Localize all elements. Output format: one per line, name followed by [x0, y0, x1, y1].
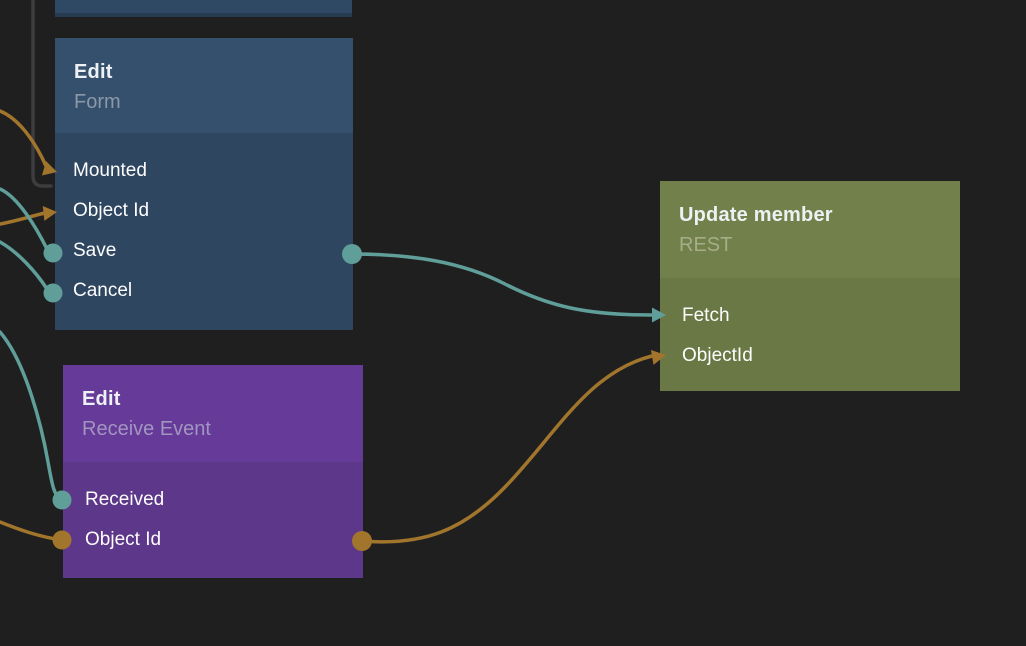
- port-objectid[interactable]: ObjectId: [660, 336, 960, 376]
- port-cancel[interactable]: Cancel: [55, 271, 353, 311]
- node-edit-form[interactable]: Edit Form Mounted Object Id Save Cancel: [55, 38, 353, 330]
- port-label: Save: [73, 240, 117, 261]
- node-header[interactable]: Edit Receive Event: [63, 365, 363, 462]
- node-body: Received Object Id: [63, 462, 363, 578]
- node-subtitle: Form: [74, 91, 121, 113]
- node-update-member[interactable]: Update member REST Fetch ObjectId: [660, 181, 960, 391]
- node-header[interactable]: Edit Form: [55, 38, 353, 133]
- wire-form-to-fetch[interactable]: [350, 252, 653, 317]
- port-object-id[interactable]: Object Id: [55, 191, 353, 231]
- port-label: Object Id: [73, 200, 150, 221]
- wire-into-mounted[interactable]: [0, 109, 48, 168]
- wire-inactive-clipped-node[interactable]: [31, 0, 53, 188]
- node-body: Fetch ObjectId: [660, 278, 960, 391]
- port-received[interactable]: Received: [63, 480, 363, 520]
- node-subtitle: Receive Event: [82, 418, 211, 440]
- node-body: Mounted Object Id Save Cancel: [55, 133, 353, 330]
- wire-into-save[interactable]: [0, 187, 49, 251]
- wire-into-object-id-receive[interactable]: [0, 520, 64, 542]
- node-title: Edit: [74, 61, 113, 83]
- port-save[interactable]: Save: [55, 231, 353, 271]
- wire-receive-to-objectid[interactable]: [360, 354, 654, 544]
- wire-into-object-id-form[interactable]: [0, 211, 47, 226]
- wire-into-received[interactable]: [0, 330, 64, 502]
- node-edit-receive-event[interactable]: Edit Receive Event Received Object Id: [63, 365, 363, 578]
- port-label: ObjectId: [682, 345, 753, 366]
- node-header[interactable]: Update member REST: [660, 181, 960, 278]
- port-label: Fetch: [682, 305, 730, 326]
- node-title: Update member: [679, 204, 833, 226]
- port-label: Received: [85, 489, 165, 510]
- port-label: Mounted: [73, 160, 147, 181]
- port-label: Object Id: [85, 529, 162, 550]
- node-subtitle: REST: [679, 234, 733, 256]
- port-object-id[interactable]: Object Id: [63, 520, 363, 560]
- port-mounted[interactable]: Mounted: [55, 151, 353, 191]
- node-title: Edit: [82, 388, 121, 410]
- port-fetch[interactable]: Fetch: [660, 296, 960, 336]
- clipped-node-top[interactable]: [55, 0, 352, 17]
- port-label: Cancel: [73, 280, 133, 301]
- wire-into-cancel[interactable]: [0, 240, 49, 291]
